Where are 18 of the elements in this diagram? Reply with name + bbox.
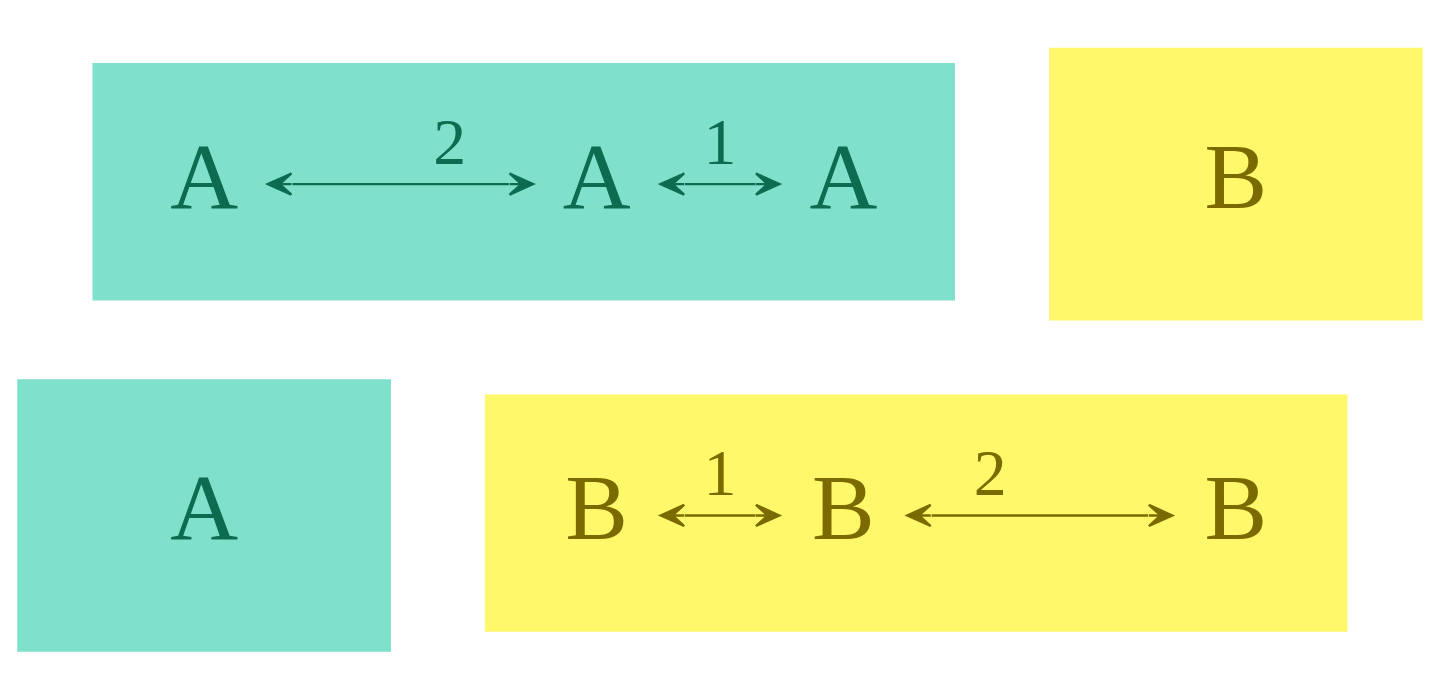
arrow <box>659 503 781 528</box>
cluster <box>92 63 956 301</box>
node-text: A <box>170 123 239 228</box>
arrow <box>659 172 781 196</box>
node-text: B <box>812 454 875 559</box>
edge-label: 2 <box>433 104 467 178</box>
edge-label: 2 <box>973 436 1007 510</box>
node-text: B <box>565 454 628 559</box>
node-box: A <box>17 379 391 652</box>
node-text: A <box>562 123 631 228</box>
node-box: B <box>1049 47 1423 321</box>
arrow <box>906 503 1174 528</box>
cluster <box>484 394 1348 632</box>
arrow <box>266 172 535 196</box>
edge-label: 1 <box>703 436 737 510</box>
node-text: A <box>809 123 878 228</box>
node-text: B <box>1204 454 1268 559</box>
edge-label: 1 <box>703 104 737 178</box>
